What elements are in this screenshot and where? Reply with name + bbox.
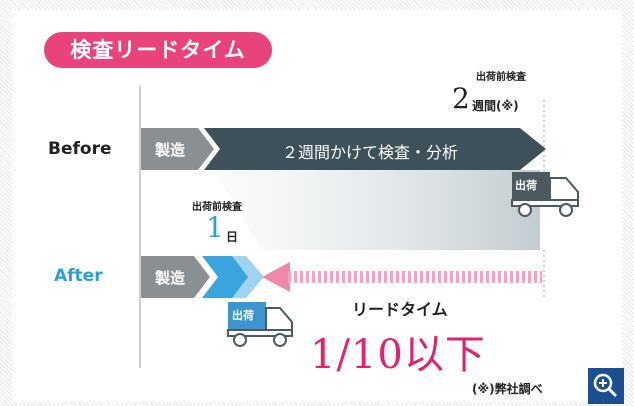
after-manufacturing-text: 製造 (154, 269, 185, 287)
diagram-title: 検査リードタイム (44, 32, 272, 68)
after-label: After (54, 266, 103, 286)
source-note: (※)弊社調べ (472, 382, 543, 396)
after-truck-label: 出荷 (232, 309, 254, 322)
before-process-text: ２週間かけて検査・分析 (281, 143, 458, 162)
before-duration-number: 2 (452, 82, 470, 115)
truck-icon (227, 302, 293, 347)
reduction-result: 1/10以下 (310, 332, 486, 378)
before-inspection-label: 出荷前検査 (476, 72, 526, 83)
after-inspection-arrow-light (232, 256, 264, 298)
after-duration-number: 1 (206, 211, 224, 244)
before-process-arrow (204, 128, 546, 170)
after-manufacturing-arrow (141, 256, 210, 298)
reduction-arrow-head (262, 262, 290, 292)
timeline-fade-wedge (214, 170, 540, 250)
before-manufacturing-arrow (141, 128, 214, 170)
before-truck-label: 出荷 (515, 179, 537, 192)
after-duration-unit: 日 (226, 230, 239, 244)
before-duration-unit: 週間(※) (472, 99, 519, 113)
after-inspection-label: 出荷前検査 (192, 202, 242, 213)
timeline-start-line (139, 86, 141, 368)
before-manufacturing-text: 製造 (154, 141, 185, 159)
leadtime-label: リードタイム (352, 300, 448, 319)
truck-icon (511, 172, 579, 217)
zoom-button[interactable] (588, 368, 624, 404)
before-label: Before (48, 139, 112, 159)
